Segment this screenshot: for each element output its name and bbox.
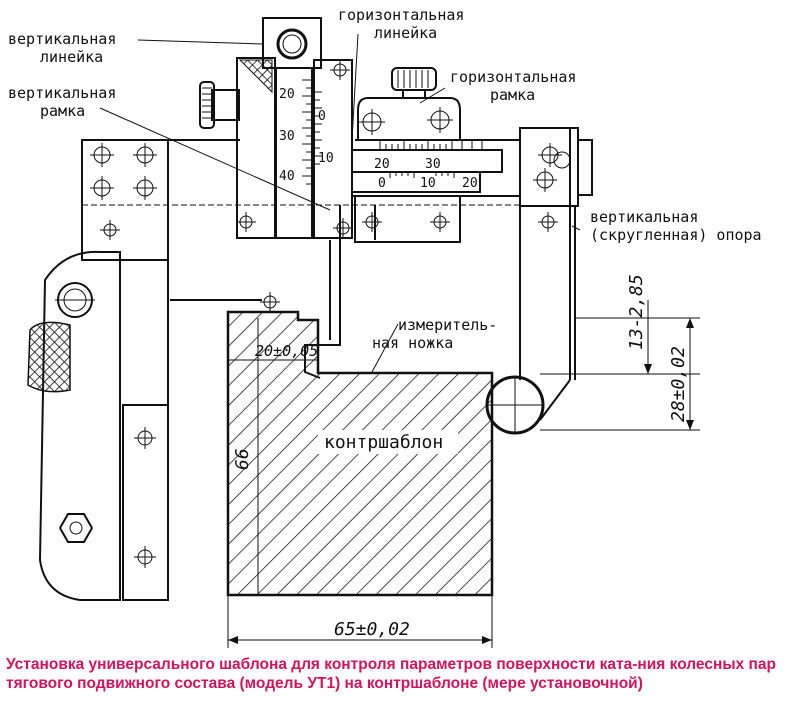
handle bbox=[27, 250, 169, 601]
horizontal-scale-20: 20 bbox=[374, 157, 390, 172]
counter-template-label: контршаблон bbox=[324, 432, 443, 453]
label-measuring-leg-2: ная ножка bbox=[372, 334, 453, 352]
label-horizontal-ruler-1: горизонтальная bbox=[338, 6, 464, 24]
body-holes bbox=[90, 143, 571, 568]
horizontal-vernier-20: 20 bbox=[462, 176, 478, 191]
label-vertical-ruler-2: линейка bbox=[40, 48, 103, 66]
dim-65: 65±0,02 bbox=[334, 619, 410, 640]
vertical-support-roller bbox=[485, 375, 545, 435]
horizontal-scale-30: 30 bbox=[425, 157, 441, 172]
label-vertical-frame-1: вертикальная bbox=[8, 84, 116, 102]
vertical-scale-40: 40 bbox=[279, 169, 295, 184]
vertical-scale-30: 30 bbox=[279, 129, 295, 144]
horizontal-frame bbox=[354, 67, 461, 243]
dimension-lines: 20±0,05 66 65±0,02 13-2,85 28±0,02 bbox=[227, 274, 700, 648]
vertical-vernier-10: 10 bbox=[318, 151, 334, 166]
vertical-vernier-0: 0 bbox=[318, 109, 326, 124]
label-horizontal-frame-1: горизонтальная bbox=[450, 68, 576, 86]
figure-caption: Установка универсального шаблона для кон… bbox=[6, 656, 776, 692]
label-measuring-leg-1: измеритель- bbox=[398, 316, 497, 334]
label-horizontal-ruler-2: линейка bbox=[374, 24, 437, 42]
dim-13: 13-2,85 bbox=[626, 274, 647, 350]
horizontal-vernier-10: 10 bbox=[420, 176, 436, 191]
label-vertical-support-1: вертикальная bbox=[590, 208, 698, 226]
dim-20: 20±0,05 bbox=[255, 342, 318, 360]
label-horizontal-frame-2: рамка bbox=[490, 86, 535, 104]
label-vertical-ruler-1: вертикальная bbox=[8, 30, 116, 48]
vertical-scale-20: 20 bbox=[279, 87, 295, 102]
component-labels: вертикальная линейка горизонтальная лине… bbox=[8, 6, 762, 352]
vertical-frame bbox=[199, 57, 276, 239]
counter-template: контршаблон bbox=[226, 310, 494, 597]
technical-drawing: контршаблон 20 30 40 bbox=[8, 6, 762, 648]
label-vertical-support-2: (скругленная) опора bbox=[590, 226, 762, 244]
horizontal-vernier-0: 0 bbox=[378, 176, 386, 191]
dim-28: 28±0,02 bbox=[668, 346, 689, 422]
label-vertical-frame-2: рамка bbox=[40, 102, 85, 120]
dim-66: 66 bbox=[232, 448, 253, 470]
horizontal-ruler: 20 30 0 10 20 bbox=[351, 140, 520, 197]
leader-lines bbox=[99, 33, 581, 373]
